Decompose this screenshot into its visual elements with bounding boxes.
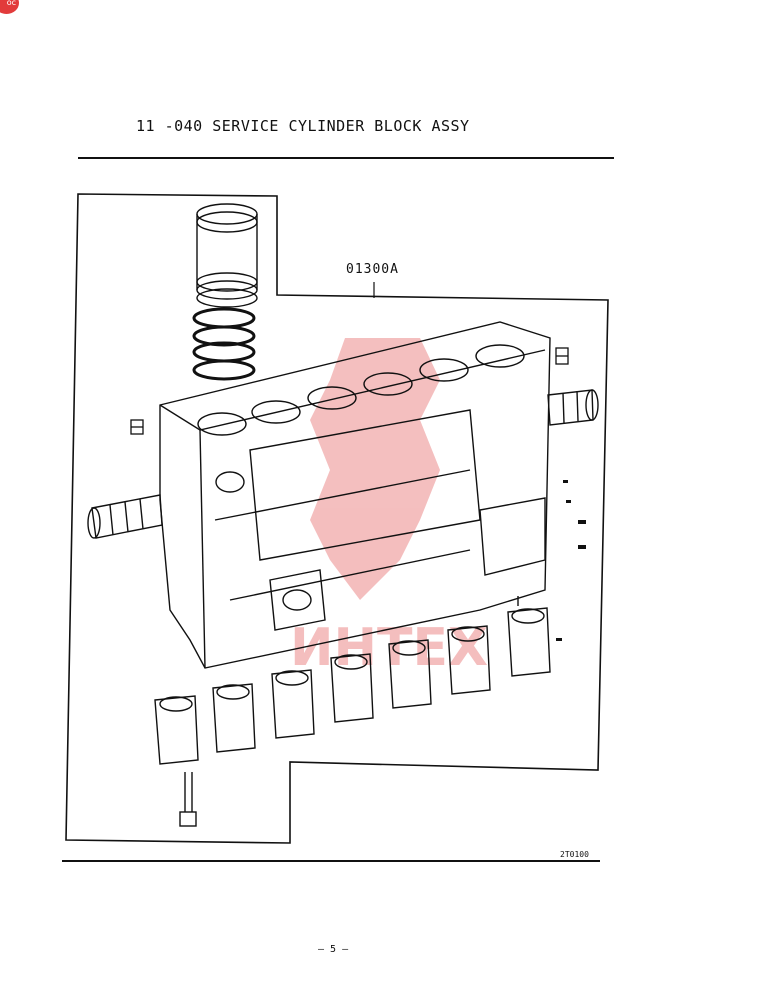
cylinder-liner bbox=[196, 203, 258, 308]
cylinder-block bbox=[159, 321, 551, 669]
header-rule bbox=[78, 157, 614, 159]
page-number: – 5 – bbox=[318, 944, 349, 955]
watermark-logo: ИНТЕХ bbox=[290, 338, 488, 678]
main-bearing-caps bbox=[154, 596, 551, 765]
footer-rule bbox=[62, 860, 600, 862]
plug-left bbox=[130, 419, 144, 435]
figure-code: 2T0100 bbox=[560, 850, 589, 859]
cam-bushing-left bbox=[87, 494, 163, 539]
cap-bolt bbox=[179, 772, 197, 827]
page-title: 11 -040 SERVICE CYLINDER BLOCK ASSY bbox=[136, 117, 470, 135]
diagram-frame bbox=[65, 193, 609, 844]
corner-badge: oc bbox=[0, 0, 19, 14]
plug-right bbox=[555, 347, 569, 365]
o-rings bbox=[192, 307, 256, 381]
cam-bushing-right bbox=[547, 389, 599, 426]
dowel-pins bbox=[556, 480, 586, 641]
part-number-label: 01300A bbox=[346, 262, 399, 277]
